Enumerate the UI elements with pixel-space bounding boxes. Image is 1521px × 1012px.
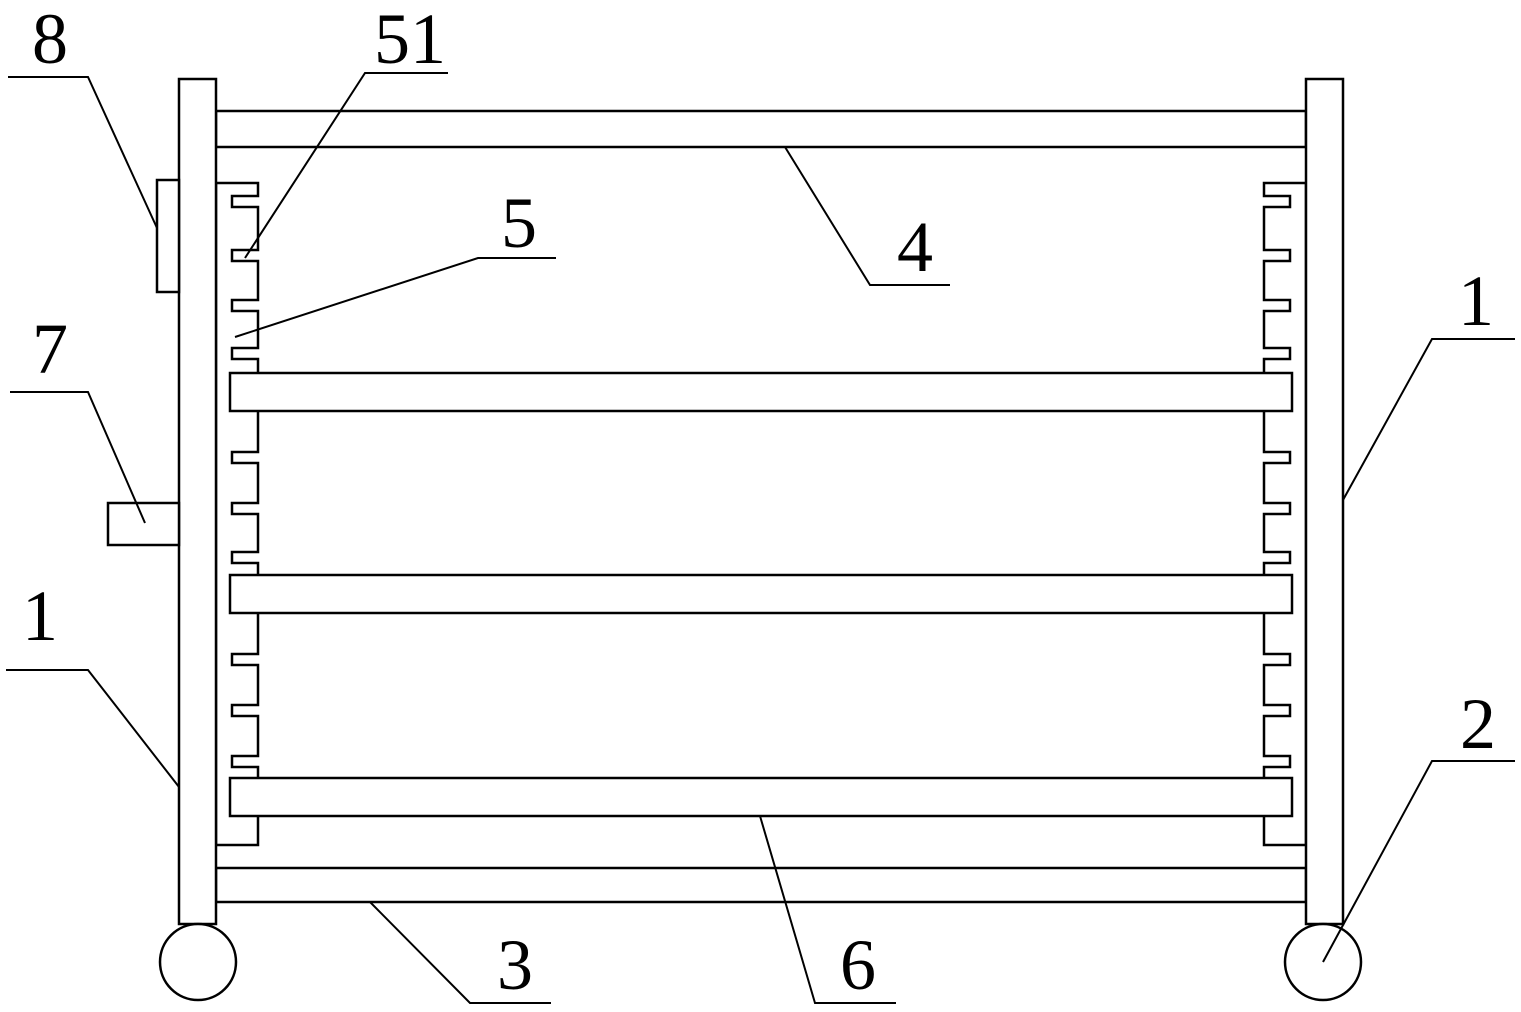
right-post <box>1304 77 1345 926</box>
side-handle <box>106 501 181 547</box>
label-7: 7 <box>32 309 68 389</box>
label-5: 5 <box>501 183 537 263</box>
slot-rack-right <box>1262 181 1308 847</box>
shelf-upper <box>228 371 1294 413</box>
bottom-bar <box>214 866 1308 904</box>
label-8: 8 <box>32 0 68 79</box>
label-3: 3 <box>497 925 533 1005</box>
label-6: 6 <box>840 925 876 1005</box>
upper-side-box <box>155 178 181 294</box>
slot-rack-left <box>214 181 260 847</box>
label-1-left: 1 <box>22 576 58 656</box>
label-4: 4 <box>897 207 933 287</box>
label-51: 51 <box>374 0 446 79</box>
top-bar <box>214 109 1308 149</box>
shelf-middle <box>228 573 1294 615</box>
label-1-right: 1 <box>1458 261 1494 341</box>
shelf-lower <box>228 776 1294 818</box>
label-2: 2 <box>1460 684 1496 764</box>
left-post <box>177 77 218 926</box>
left-wheel <box>158 922 238 1002</box>
leader-lines <box>6 72 1515 1004</box>
